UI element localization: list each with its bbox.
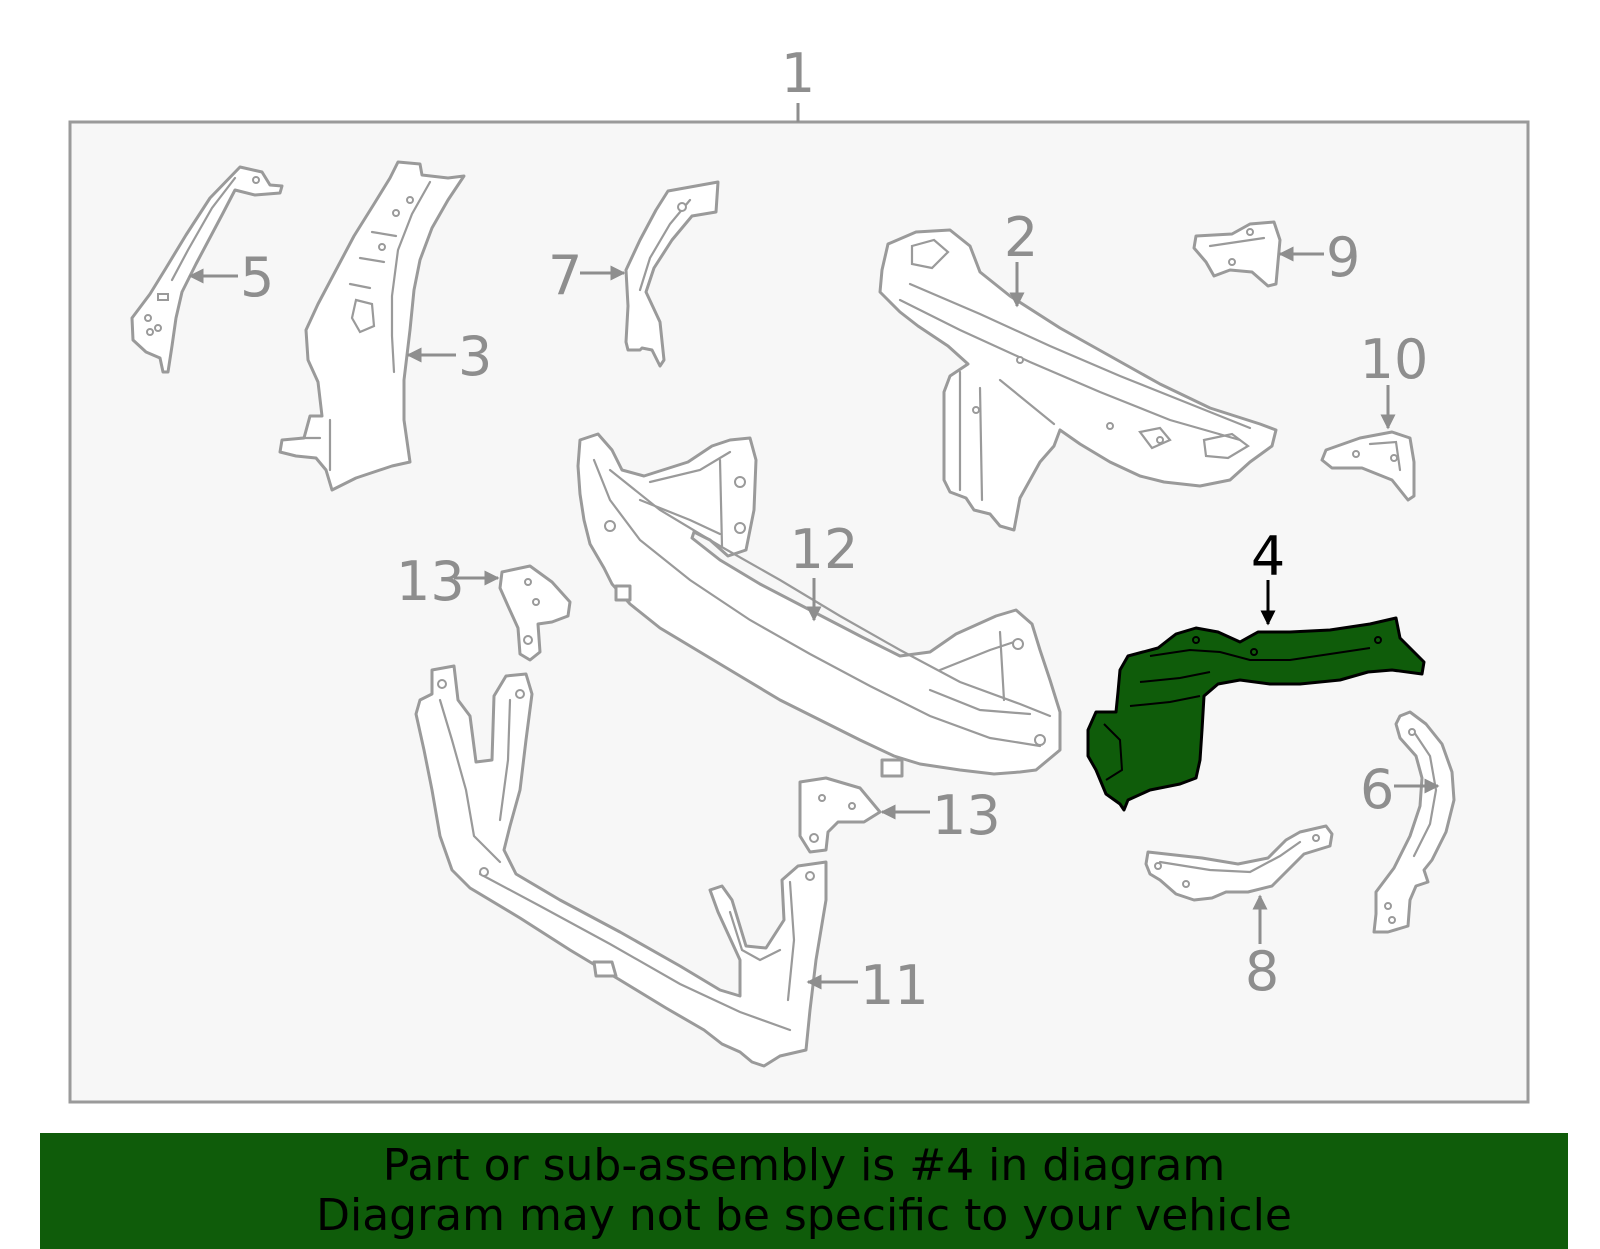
callout-6: 6 <box>1360 758 1394 821</box>
parts-diagram: 1 5 3 7 <box>68 42 1530 1104</box>
callout-4: 4 <box>1251 525 1285 588</box>
part-13-b <box>798 776 882 854</box>
part-9 <box>1192 220 1282 288</box>
part-11 <box>414 664 828 1068</box>
callout-12: 12 <box>790 518 859 581</box>
part-7 <box>624 180 720 368</box>
banner-line-1: Part or sub-assembly is #4 in diagram <box>382 1140 1226 1191</box>
part-5 <box>130 165 284 374</box>
callout-13a: 13 <box>396 550 465 613</box>
part-3 <box>278 160 466 492</box>
info-banner: Part or sub-assembly is #4 in diagram Di… <box>40 1133 1568 1249</box>
part-4-highlighted <box>1086 616 1426 812</box>
callout-5: 5 <box>240 246 274 309</box>
callout-3: 3 <box>458 325 492 388</box>
part-12 <box>576 432 1062 778</box>
callout-1: 1 <box>781 42 815 105</box>
callout-13b: 13 <box>932 784 1001 847</box>
callout-11: 11 <box>860 954 929 1017</box>
part-8 <box>1144 824 1334 902</box>
callout-8: 8 <box>1245 940 1279 1003</box>
callout-9: 9 <box>1326 226 1360 289</box>
callout-10: 10 <box>1360 328 1429 391</box>
part-13-a <box>498 564 572 662</box>
callout-7: 7 <box>548 244 582 307</box>
banner-line-2: Diagram may not be specific to your vehi… <box>316 1190 1292 1241</box>
part-2 <box>878 228 1278 532</box>
callout-2: 2 <box>1004 206 1038 269</box>
part-10 <box>1320 430 1416 502</box>
